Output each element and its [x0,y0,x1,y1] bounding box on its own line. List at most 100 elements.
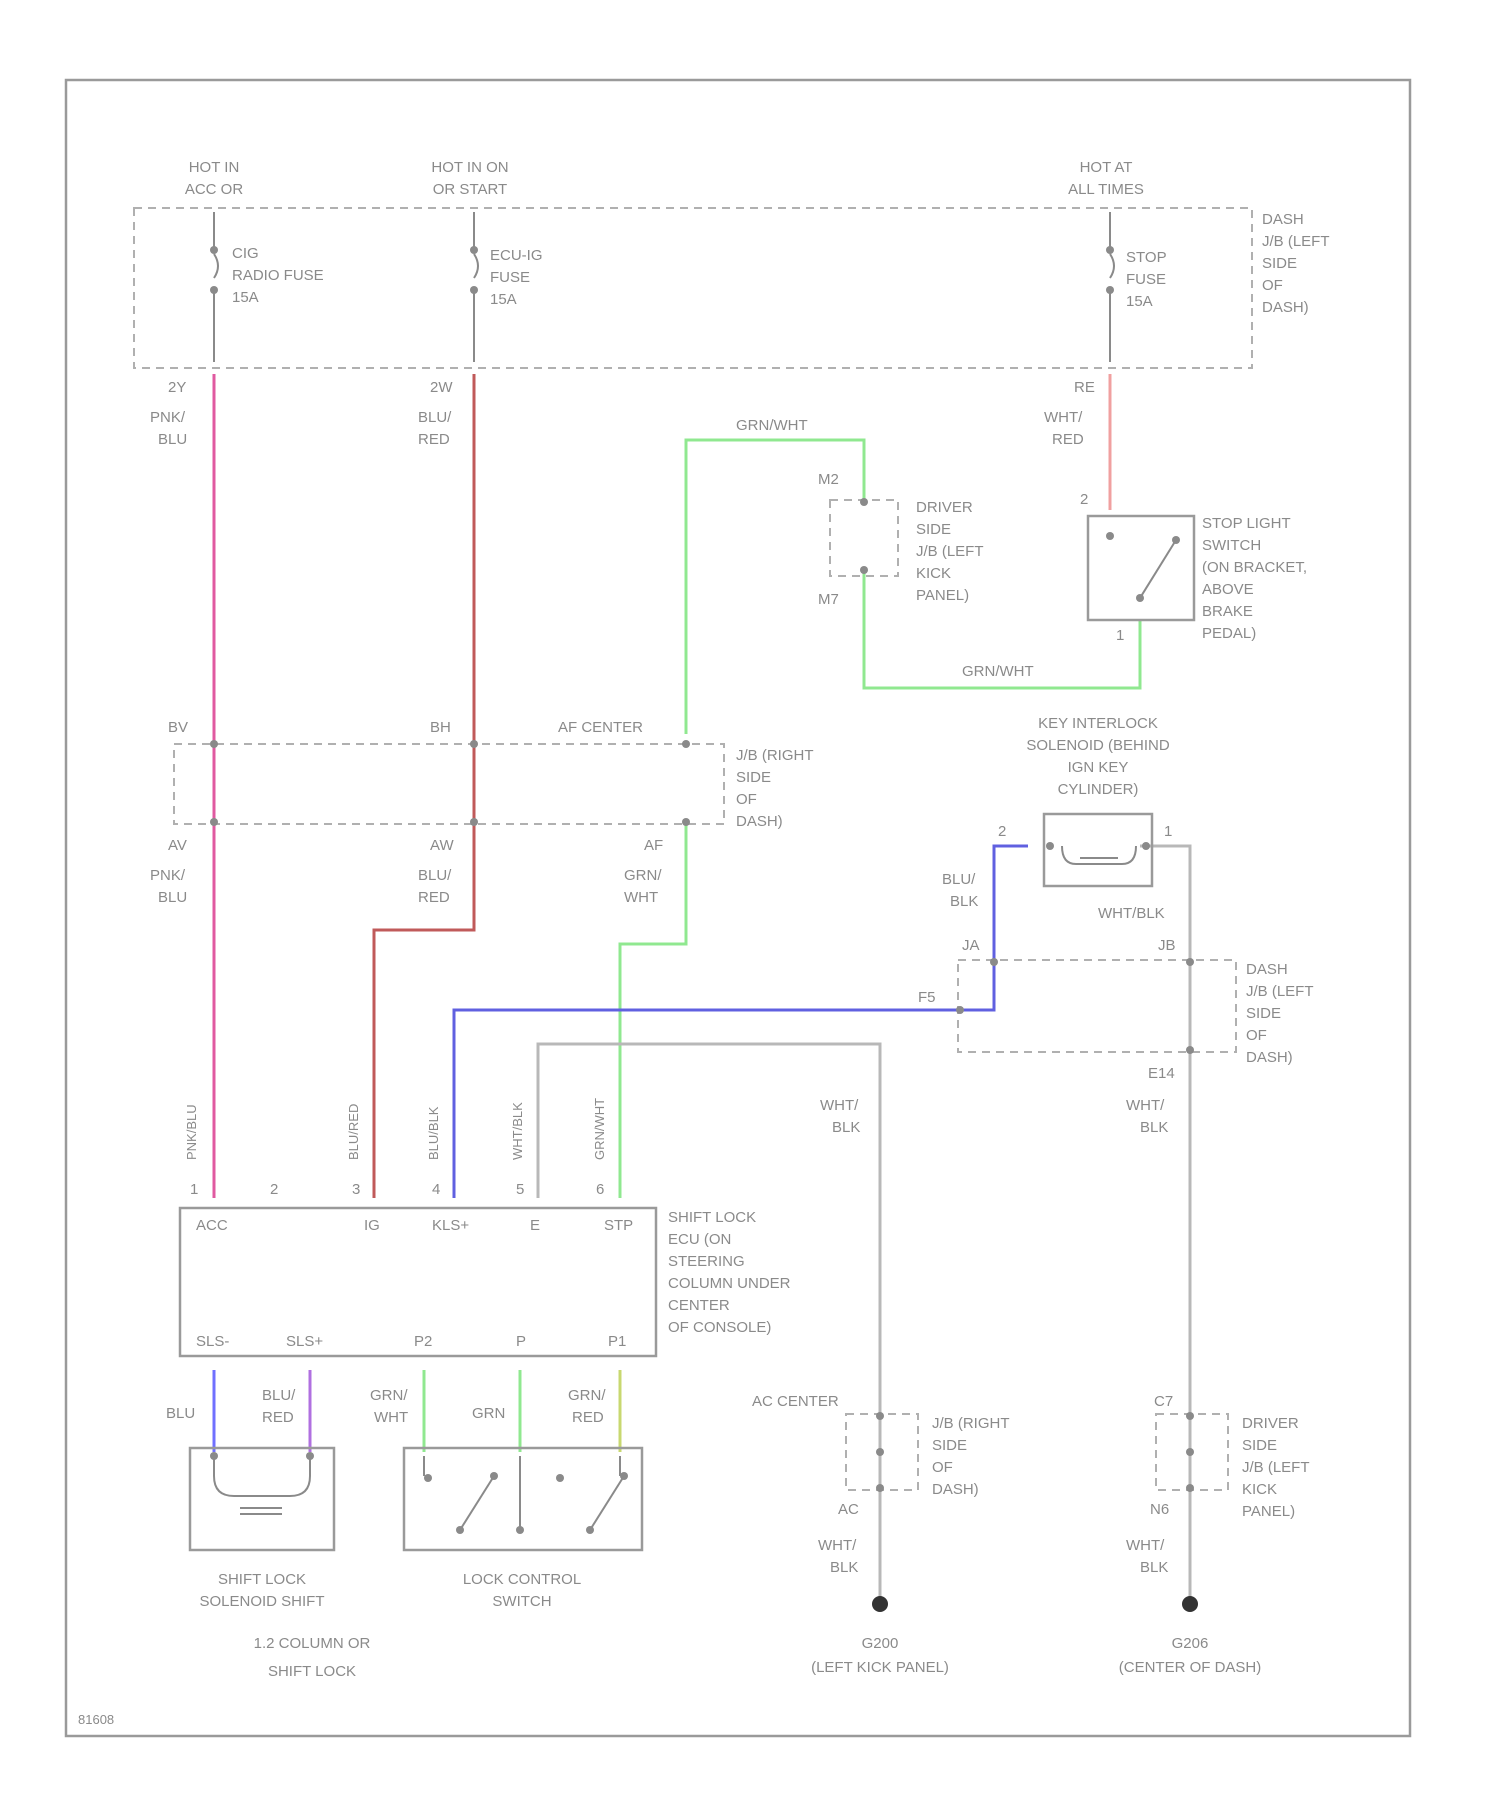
wire-blu-red [374,374,474,1198]
pin-af: AF [644,837,663,854]
ecu-term-sls-plus: SLS+ [286,1333,323,1350]
wire-label-blu: BLU [166,1405,195,1422]
stop-light-label-6: PEDAL) [1202,625,1256,642]
stop-light-label-3: (ON BRACKET, [1202,559,1307,576]
driver-jb-low-2: SIDE [1242,1437,1277,1454]
wire-label-wht-blk-g2-1: WHT/ [1126,1537,1165,1554]
dash-jb-mid-5: DASH) [1246,1049,1293,1066]
wire-label-pnk-blu-mid-2: BLU [158,889,187,906]
wire-wht-blk [538,846,1190,1600]
wire-label-blu-red-mid-1: BLU/ [418,867,452,884]
stop-light-switch-symbol [1140,540,1176,598]
dash-jb-mid-1: DASH [1246,961,1288,978]
jb-right-mid-2: SIDE [736,769,771,786]
wire-label-grn-red-2: RED [572,1409,604,1426]
fuse-ecuig-label-1: ECU-IG [490,247,543,264]
ground-g200-2: (LEFT KICK PANEL) [811,1659,949,1676]
key-interlock-2: SOLENOID (BEHIND [1026,737,1170,754]
wire-label-wht-blk-mid-2: BLK [832,1119,860,1136]
driver-jb-top-5: PANEL) [916,587,969,604]
wire-label-wht-blk-right-1: WHT/ [1126,1097,1165,1114]
key-interlock-1: KEY INTERLOCK [1038,715,1158,732]
fuse-stop-label-3: 15A [1126,293,1153,310]
lock-control-switch-symbol [424,1456,624,1530]
key-interlock-3: IGN KEY [1068,759,1129,776]
wire-label-grn-wht-top: GRN/WHT [736,417,808,434]
ecu-pin-1: 1 [190,1181,198,1198]
ecu-label-6: OF CONSOLE) [668,1319,771,1336]
key-pin-1: 1 [1164,823,1172,840]
shift-solenoid-coil [214,1456,310,1514]
driver-jb-low-3: J/B (LEFT [1242,1459,1310,1476]
pin-ja: JA [962,937,980,954]
stop-light-switch-box [1088,516,1194,620]
diagram-frame [66,80,1410,1736]
v-label-pnk-blu: PNK/BLU [184,1104,199,1160]
ecu-label-3: STEERING [668,1253,745,1270]
feed-label-alltimes-line1: HOT AT [1080,159,1133,176]
ecu-label-5: CENTER [668,1297,730,1314]
ecu-pin-6: 6 [596,1181,604,1198]
v-label-wht-blk: WHT/BLK [510,1102,525,1160]
key-interlock-coil [1062,846,1136,864]
pin-re: RE [1074,379,1095,396]
ecu-pin-3: 3 [352,1181,360,1198]
jb-right-mid-1: J/B (RIGHT [736,747,814,764]
stop-switch-pin-1: 1 [1116,627,1124,644]
pin-2y: 2Y [168,379,186,396]
wire-label-pnk-blu-top-1: PNK/ [150,409,186,426]
dash-jb-mid-outline [958,960,1236,1052]
wire-label-blu-blk-key-1: BLU/ [942,871,976,888]
wire-label-blu-red-sol-1: BLU/ [262,1387,296,1404]
fuse-box-location-2: J/B (LEFT [1262,233,1330,250]
fuse-box-outline [134,208,1252,368]
ecu-term-e: E [530,1217,540,1234]
pin-m7: M7 [818,591,839,608]
wire-label-grn-wht-lcs-1: GRN/ [370,1387,408,1404]
fuse-ecuig-label-2: FUSE [490,269,530,286]
v-label-blu-red: BLU/RED [346,1104,361,1160]
ecu-pin-5: 5 [516,1181,524,1198]
wire-label-grn-wht-af-1: GRN/ [624,867,662,884]
shift-lock-solenoid-box [190,1448,334,1550]
wire-label-wht-blk-g1-2: BLK [830,1559,858,1576]
wire-label-wht-blk-right-2: BLK [1140,1119,1168,1136]
driver-jb-low-1: DRIVER [1242,1415,1299,1432]
jb-right-mid-3: OF [736,791,757,808]
bottom-note-1: 1.2 COLUMN OR [254,1635,371,1652]
v-label-grn-wht: GRN/WHT [592,1098,607,1160]
wire-label-grn-red-1: GRN/ [568,1387,606,1404]
stop-light-label-1: STOP LIGHT [1202,515,1291,532]
stop-light-label-5: BRAKE [1202,603,1253,620]
ecu-term-stp: STP [604,1217,633,1234]
ecu-term-p1: P1 [608,1333,626,1350]
dash-jb-mid-4: OF [1246,1027,1267,1044]
fuse-cig-label-1: CIG [232,245,259,262]
lock-switch-label-2: SWITCH [492,1593,551,1610]
ground-g200-1: G200 [862,1635,899,1652]
ecu-pin-2: 2 [270,1181,278,1198]
driver-jb-top-outline [830,500,898,576]
shift-sol-label-2: SOLENOID SHIFT [199,1593,324,1610]
pin-c7: C7 [1154,1393,1173,1410]
wire-label-blu-red-mid-2: RED [418,889,450,906]
jb-right-low-1: J/B (RIGHT [932,1415,1010,1432]
stop-light-label-4: ABOVE [1202,581,1254,598]
ecu-term-acc: ACC [196,1217,228,1234]
pin-bh: BH [430,719,451,736]
fuse-box-location-1: DASH [1262,211,1304,228]
ecu-term-kls: KLS+ [432,1217,469,1234]
ecu-label-2: ECU (ON [668,1231,731,1248]
pin-n6: N6 [1150,1501,1169,1518]
wire-label-grn-wht-af-2: WHT [624,889,658,906]
wire-label-wht-blk-g2-2: BLK [1140,1559,1168,1576]
pin-av: AV [168,837,187,854]
ecu-pin-4: 4 [432,1181,440,1198]
wire-label-wht-blk-g1-1: WHT/ [818,1537,857,1554]
fuse-cig-label-3: 15A [232,289,259,306]
wire-label-wht-red-1: WHT/ [1044,409,1083,426]
fuse-box-location-5: DASH) [1262,299,1309,316]
jb-right-low-2: SIDE [932,1437,967,1454]
ecu-term-sls-minus: SLS- [196,1333,229,1350]
driver-jb-top-4: KICK [916,565,951,582]
